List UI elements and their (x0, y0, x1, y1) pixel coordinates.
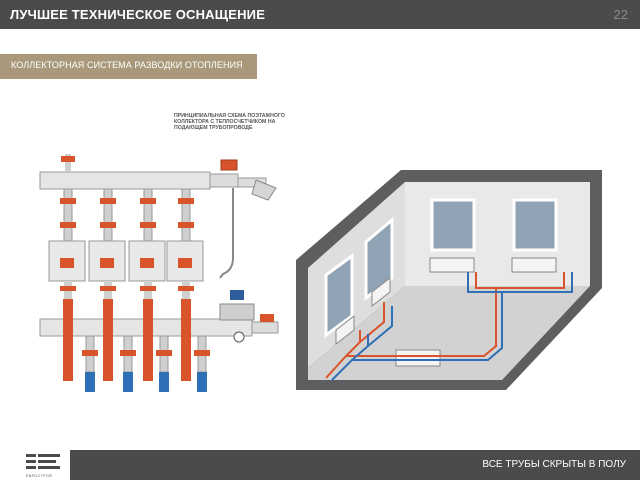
logo-mark (26, 454, 60, 469)
return-branches (82, 335, 210, 392)
company-logo: ЕВРОСТРОЙ (0, 450, 70, 480)
footer-bar: ВСЕ ТРУБЫ СКРЫТЫ В ПОЛУ (0, 450, 640, 480)
logo-text: ЕВРОСТРОЙ (26, 474, 53, 478)
header-bar: ЛУЧШЕЕ ТЕХНИЧЕСКОЕ ОСНАЩЕНИЕ 22 (0, 0, 640, 29)
manifold-diagram (39, 154, 279, 392)
page-number: 22 (613, 7, 628, 22)
page-title: ЛУЧШЕЕ ТЕХНИЧЕСКОЕ ОСНАЩЕНИЕ (10, 7, 266, 22)
supply-branches (48, 154, 204, 381)
room-diagram (296, 170, 602, 390)
section-label-bar: КОЛЛЕКТОРНАЯ СИСТЕМА РАЗВОДКИ ОТОПЛЕНИЯ (0, 54, 257, 79)
footer-caption: ВСЕ ТРУБЫ СКРЫТЫ В ПОЛУ (482, 459, 626, 470)
section-label: КОЛЛЕКТОРНАЯ СИСТЕМА РАЗВОДКИ ОТОПЛЕНИЯ (11, 60, 243, 70)
diagram-note: ПРИНЦИПИАЛЬНАЯ СХЕМА ПОЭТАЖНОГО КОЛЛЕКТО… (174, 113, 285, 132)
